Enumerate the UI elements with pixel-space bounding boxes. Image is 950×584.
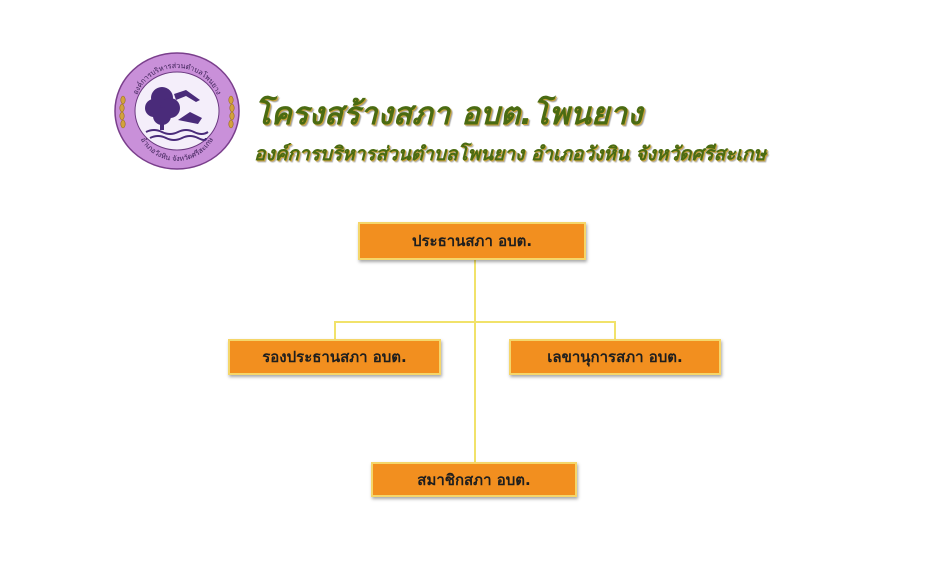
chairman-label: ประธานสภา อบต. bbox=[411, 232, 533, 250]
members-label: สมาชิกสภา อบต. bbox=[417, 470, 531, 489]
organization-logo: องค์การบริหารส่วนตำบลโพนยาง อำเภอวังหิน … bbox=[114, 52, 240, 170]
secretary-node: เลขานุการสภา อบต. bbox=[509, 339, 721, 375]
connector-right-drop bbox=[614, 321, 616, 339]
vice-chairman-node: รองประธานสภา อบต. bbox=[228, 339, 441, 375]
chairman-node: ประธานสภา อบต. bbox=[358, 222, 586, 260]
tree-emblem-icon bbox=[145, 87, 202, 130]
connector-trunk bbox=[474, 260, 476, 462]
secretary-label: เลขานุการสภา อบต. bbox=[547, 348, 683, 366]
wheat-left-icon bbox=[119, 95, 126, 129]
connector-left-drop bbox=[334, 321, 336, 339]
page-title: โครงสร้างสภา อบต.โพนยาง bbox=[254, 96, 643, 132]
page-subtitle: องค์การบริหารส่วนตำบลโพนยาง อำเภอวังหิน … bbox=[254, 143, 766, 165]
members-node: สมาชิกสภา อบต. bbox=[371, 462, 577, 497]
connector-crossbar bbox=[334, 321, 616, 323]
vice-chairman-label: รองประธานสภา อบต. bbox=[262, 348, 407, 366]
water-waves-icon bbox=[145, 129, 209, 141]
wheat-right-icon bbox=[228, 95, 235, 129]
